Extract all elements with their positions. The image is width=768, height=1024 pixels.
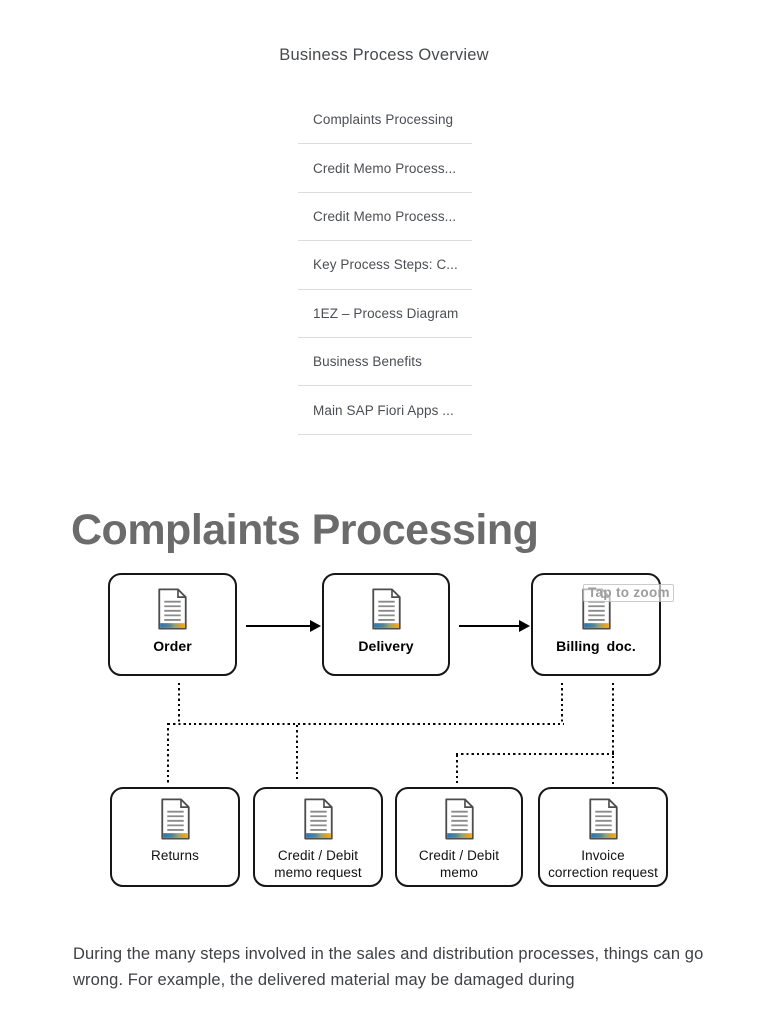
process-diagram[interactable]: Tap to zoom Order Delivery bbox=[0, 565, 768, 900]
process-node-returns: Returns bbox=[110, 787, 240, 887]
process-node-label: Invoice correction request bbox=[548, 848, 658, 880]
process-node-label: Credit / Debit memo bbox=[418, 848, 500, 880]
dotted-connector bbox=[561, 683, 564, 723]
process-node-invoice-correction-request: Invoice correction request bbox=[538, 787, 668, 887]
arrow-order-to-delivery bbox=[246, 620, 321, 632]
document-icon bbox=[160, 798, 190, 840]
process-node-credit-debit-memo: Credit / Debit memo bbox=[395, 787, 523, 887]
toc-item-business-benefits[interactable]: Business Benefits bbox=[298, 338, 472, 387]
toc-item-main-sap-fiori-apps[interactable]: Main SAP Fiori Apps ... bbox=[298, 386, 472, 435]
dotted-connector bbox=[612, 683, 615, 784]
process-node-label: Delivery bbox=[358, 638, 414, 654]
document-icon bbox=[158, 588, 187, 630]
dotted-connector bbox=[167, 723, 170, 785]
process-node-label: Returns bbox=[151, 848, 199, 863]
document-title: Business Process Overview bbox=[279, 46, 489, 64]
process-node-credit-debit-memo-request: Credit / Debit memo request bbox=[253, 787, 383, 887]
dotted-connector bbox=[178, 683, 181, 723]
process-node-label: Order bbox=[153, 638, 192, 654]
toc-item-1ez-process-diagram[interactable]: 1EZ – Process Diagram bbox=[298, 290, 472, 338]
process-node-order: Order bbox=[108, 573, 237, 676]
dotted-connector bbox=[296, 725, 299, 781]
dotted-connector bbox=[168, 723, 564, 726]
document-icon bbox=[444, 798, 474, 840]
toc-item-credit-memo-process-2[interactable]: Credit Memo Process... bbox=[298, 193, 472, 242]
dotted-connector bbox=[456, 755, 459, 786]
process-node-delivery: Delivery bbox=[322, 573, 450, 676]
page-title: Complaints Processing bbox=[71, 506, 539, 554]
toc-item-credit-memo-process-1[interactable]: Credit Memo Process... bbox=[298, 144, 472, 193]
toc-item-key-process-steps[interactable]: Key Process Steps: C... bbox=[298, 241, 472, 290]
toc-item-complaints-processing[interactable]: Complaints Processing bbox=[298, 96, 472, 145]
body-paragraph: During the many steps involved in the sa… bbox=[73, 945, 704, 989]
process-node-label: Credit / Debit memo request bbox=[274, 848, 362, 880]
dotted-connector bbox=[456, 753, 614, 756]
arrow-delivery-to-billing bbox=[459, 620, 530, 632]
process-node-label: Billing doc. bbox=[556, 638, 636, 654]
document-icon bbox=[588, 798, 618, 840]
document-icon bbox=[371, 588, 401, 630]
document-icon bbox=[303, 798, 333, 840]
tap-to-zoom-hint[interactable]: Tap to zoom bbox=[583, 584, 674, 602]
table-of-contents: Complaints Processing Credit Memo Proces… bbox=[298, 96, 472, 435]
